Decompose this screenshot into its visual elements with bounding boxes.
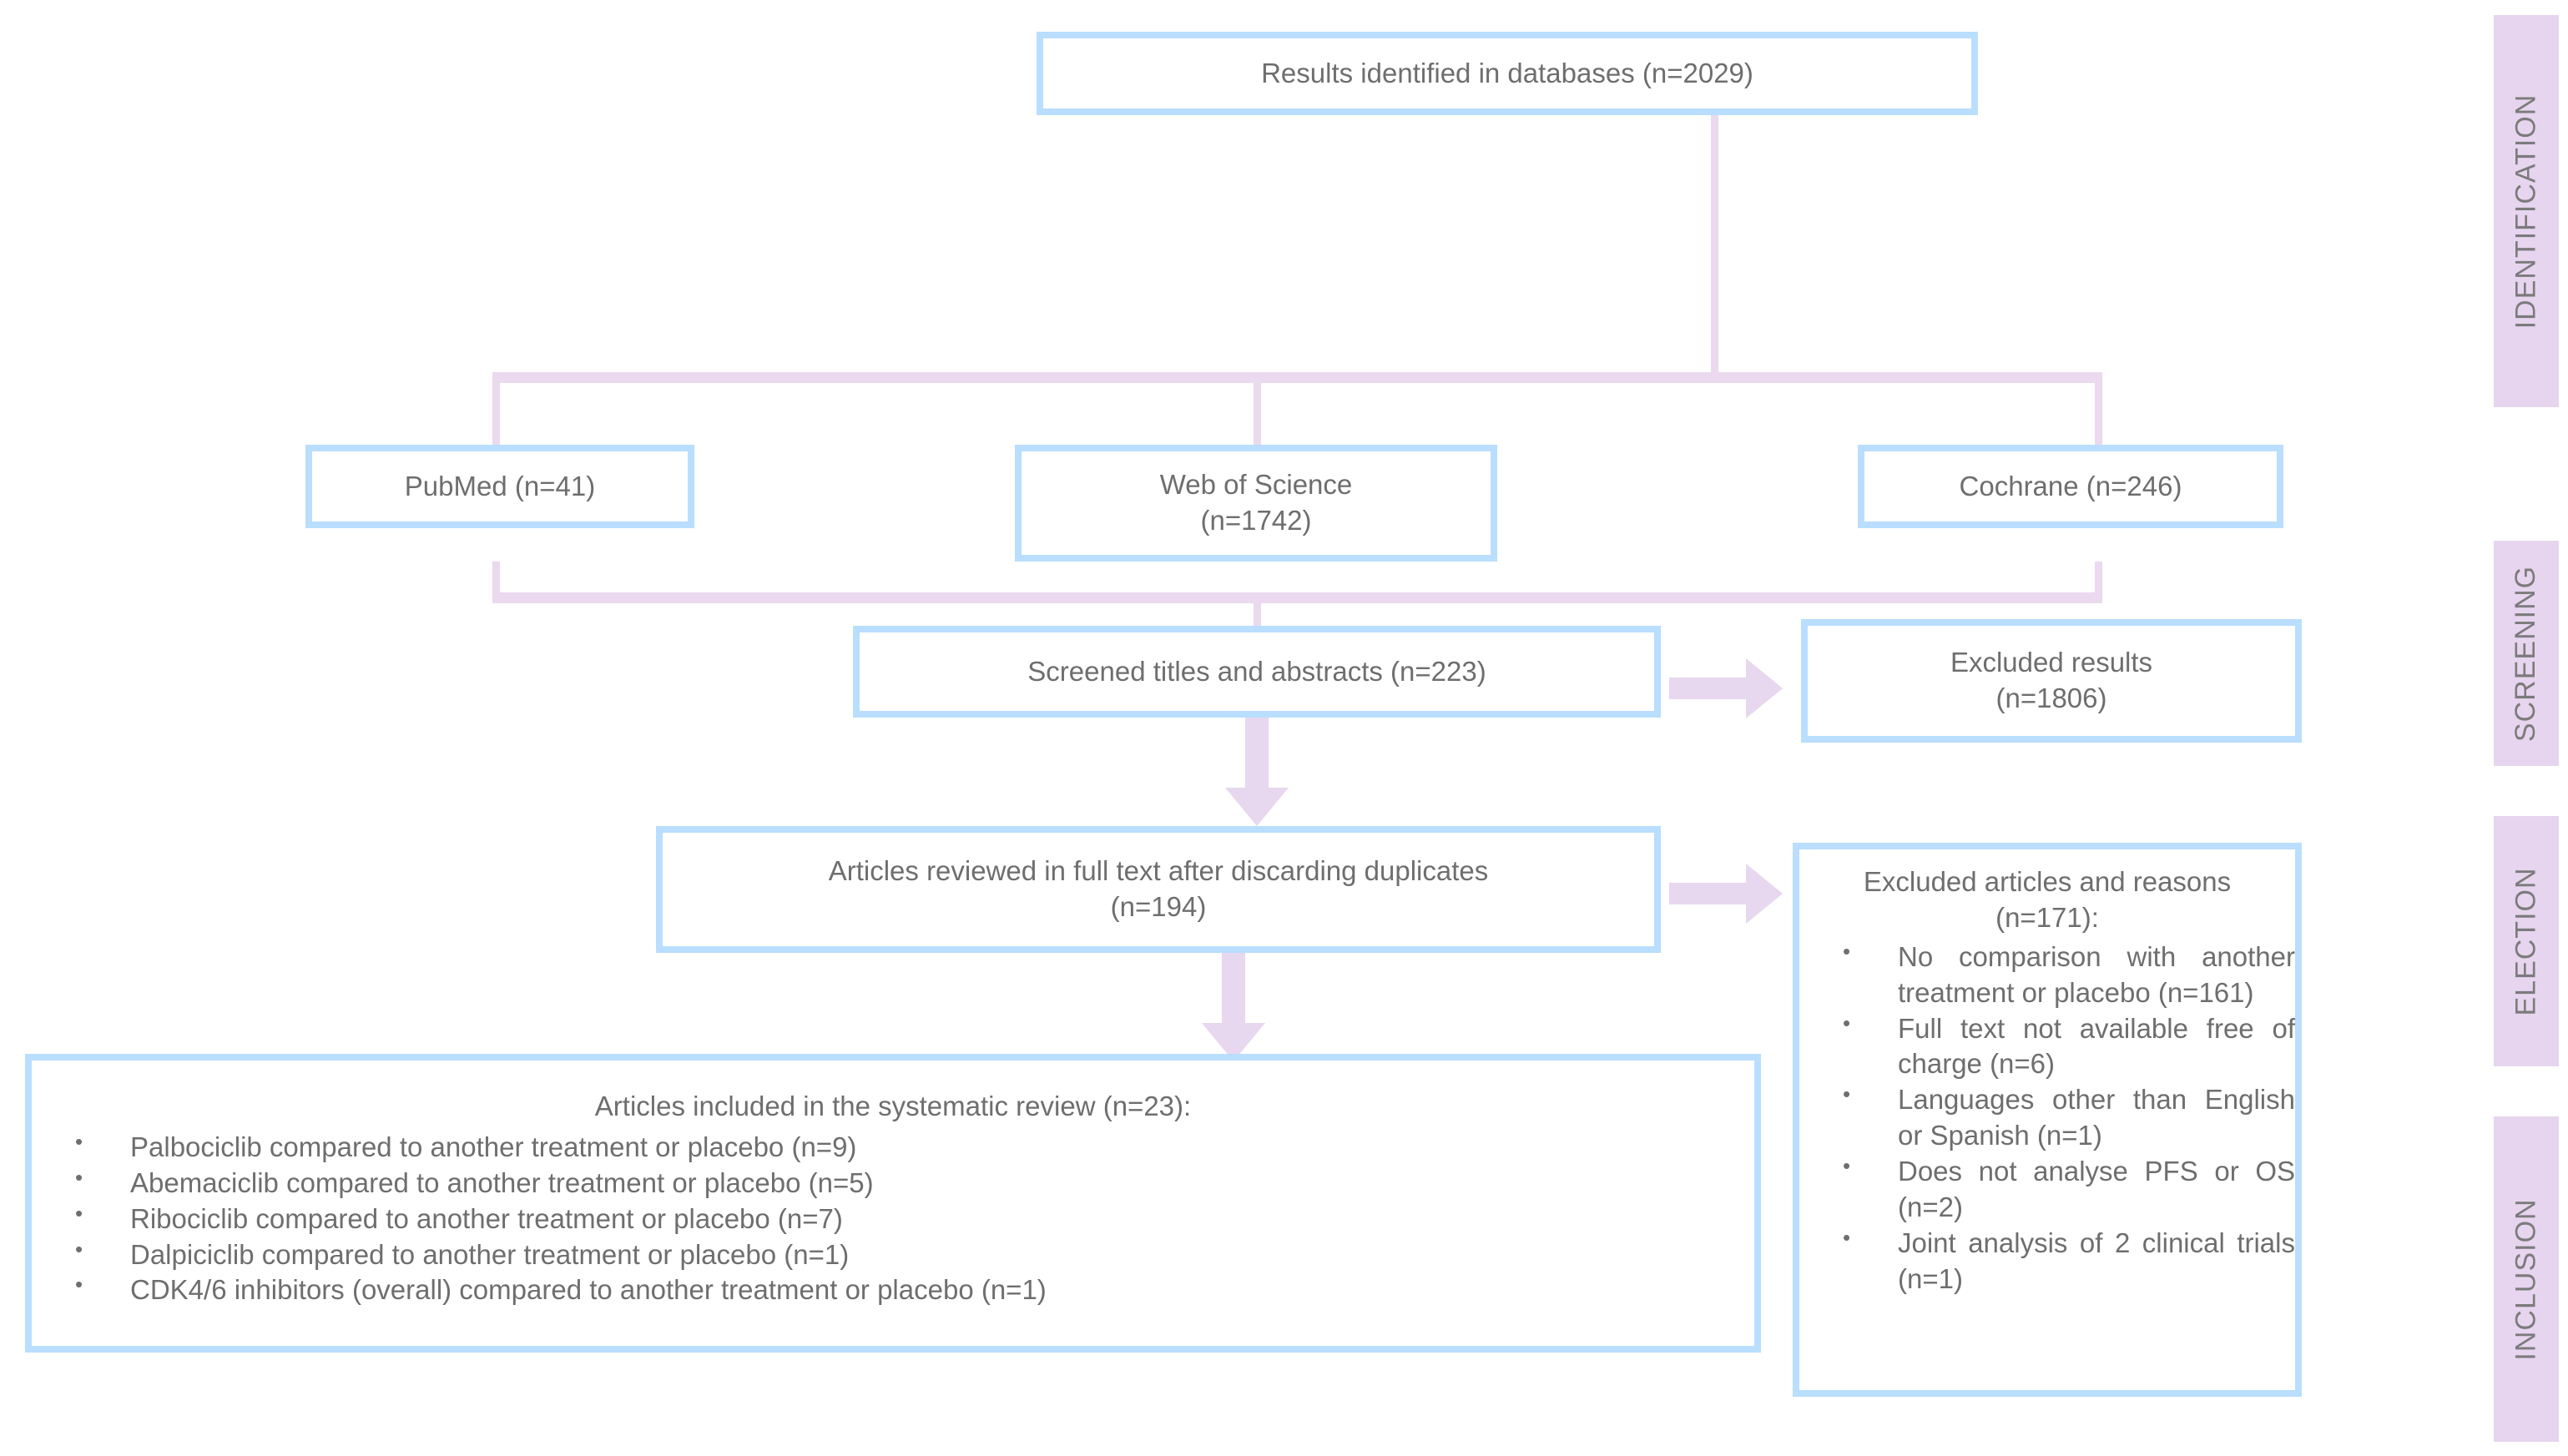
stage-band-screening: SCREENING <box>2494 541 2559 766</box>
box-results-identified-text: Results identified in databases (n=2029) <box>1261 57 1753 88</box>
connector-rise-pubmed <box>492 562 500 603</box>
arrow-screened-to-excluded-shaft <box>1669 678 1753 699</box>
connector-rise-cochrane <box>2095 562 2102 603</box>
box-articles-included-title: Articles included in the systematic revi… <box>594 1091 1192 1121</box>
box-cochrane-text: Cochrane (n=246) <box>1959 470 2182 501</box>
stage-label-screening: SCREENING <box>2510 565 2542 742</box>
arrow-screened-to-excluded-head <box>1746 658 1783 718</box>
connector-drop-web-of-science <box>1254 372 1261 445</box>
list-item: Does not analyse PFS or OS (n=2) <box>1799 1152 2295 1226</box>
list-item: Dalpiciclib compared to another treatmen… <box>32 1236 1754 1273</box>
stage-label-identification: IDENTIFICATION <box>2510 93 2542 329</box>
box-excluded-articles-reasons: Excluded articles and reasons (n=171): N… <box>1793 843 2302 1397</box>
box-excluded-reasons-title-line1: Excluded articles and reasons <box>1863 866 2232 897</box>
included-articles-list: Palbociclib compared to another treatmen… <box>32 1128 1754 1308</box>
list-item: Abemaciclib compared to another treatmen… <box>32 1164 1754 1202</box>
box-web-of-science-line2: (n=1742) <box>1200 505 1312 536</box>
connector-trunk-vertical <box>1711 115 1718 376</box>
connector-drop-cochrane <box>2095 372 2102 445</box>
list-item: CDK4/6 inhibitors (overall) compared to … <box>32 1271 1754 1308</box>
list-item: No comparison with another treatment or … <box>1799 938 2295 1011</box>
connector-distribution-bar <box>492 372 2102 383</box>
box-pubmed: PubMed (n=41) <box>305 445 694 528</box>
arrow-fulltext-to-included-shaft <box>1222 953 1245 1028</box>
box-excluded-reasons-title-line2: (n=171): <box>1995 901 2099 933</box>
arrow-fulltext-to-excluded-head <box>1746 864 1783 924</box>
box-screened-titles-text: Screened titles and abstracts (n=223) <box>1027 655 1486 687</box>
excluded-reasons-list: No comparison with another treatment or … <box>1799 938 2295 1297</box>
stage-band-inclusion: INCLUSION <box>2494 1116 2559 1442</box>
connector-merge-to-screened <box>1254 592 1261 626</box>
stage-label-inclusion: INCLUSION <box>2510 1197 2542 1361</box>
list-item: Joint analysis of 2 clinical trials (n=1… <box>1799 1224 2295 1297</box>
box-pubmed-text: PubMed (n=41) <box>404 470 596 501</box>
list-item: Languages other than English or Spanish … <box>1799 1081 2295 1154</box>
connector-merge-bar <box>492 592 2102 603</box>
list-item: Palbociclib compared to another treatmen… <box>32 1128 1754 1166</box>
arrow-screened-to-fulltext-head <box>1225 788 1289 826</box>
connector-drop-pubmed <box>492 372 500 445</box>
list-item: Full text not available free of charge (… <box>1799 1010 2295 1083</box>
box-web-of-science: Web of Science (n=1742) <box>1015 445 1497 562</box>
stage-label-election: ELECTION <box>2510 866 2542 1016</box>
arrow-screened-to-fulltext-shaft <box>1245 718 1269 793</box>
arrow-fulltext-to-excluded-shaft <box>1669 883 1753 904</box>
stage-band-identification: IDENTIFICATION <box>2494 15 2559 407</box>
box-fulltext-reviewed-line1: Articles reviewed in full text after dis… <box>828 855 1489 887</box>
box-excluded-results: Excluded results (n=1806) <box>1801 619 2302 743</box>
list-item: Ribociclib compared to another treatment… <box>32 1200 1754 1237</box>
box-excluded-results-line1: Excluded results <box>1950 647 2153 678</box>
box-fulltext-reviewed-line2: (n=194) <box>1110 891 1207 922</box>
box-articles-included: Articles included in the systematic revi… <box>25 1054 1761 1353</box>
box-results-identified: Results identified in databases (n=2029) <box>1037 32 1978 115</box>
box-excluded-results-line2: (n=1806) <box>1995 683 2107 713</box>
box-web-of-science-line1: Web of Science <box>1159 469 1353 501</box>
box-screened-titles: Screened titles and abstracts (n=223) <box>853 626 1661 718</box>
box-cochrane: Cochrane (n=246) <box>1858 445 2283 528</box>
box-fulltext-reviewed: Articles reviewed in full text after dis… <box>656 826 1661 953</box>
stage-band-election: ELECTION <box>2494 816 2559 1066</box>
